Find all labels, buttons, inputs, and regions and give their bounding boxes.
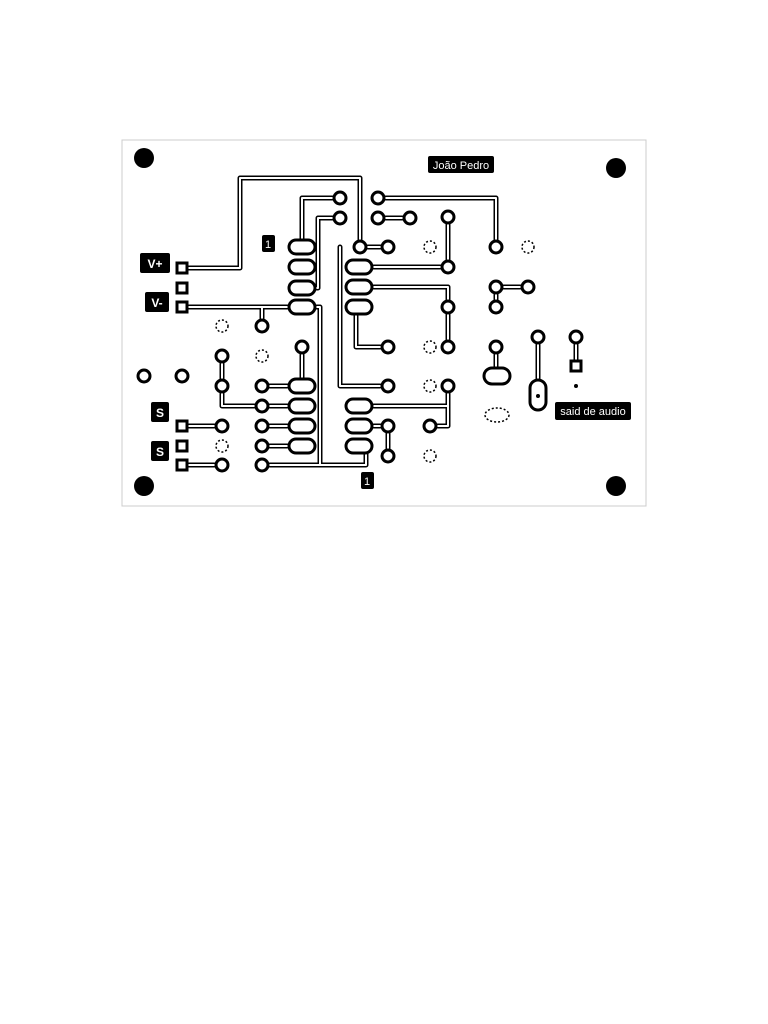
- round-pad: [254, 318, 270, 334]
- isolated-pad: [215, 319, 229, 333]
- oval-pad: [287, 377, 317, 395]
- round-pad: [440, 299, 456, 315]
- round-pad: [488, 339, 504, 355]
- author-label: João Pedro: [433, 160, 489, 172]
- oval-pad: [344, 258, 374, 276]
- round-pad: [380, 339, 396, 355]
- isolated-pad: [423, 379, 437, 393]
- oval-pad: [287, 397, 317, 415]
- round-pad: [254, 457, 270, 473]
- round-pad: [254, 438, 270, 454]
- round-pad: [380, 239, 396, 255]
- oval-pad: [287, 298, 317, 316]
- ic2-tag: 1: [361, 472, 374, 489]
- round-pad: [214, 457, 230, 473]
- round-pad: [530, 329, 546, 345]
- square-pad: [569, 359, 583, 373]
- isolated-pads: [215, 240, 535, 463]
- isolated-pad: [423, 449, 437, 463]
- square-pad: [175, 419, 189, 433]
- vplus-tag: V+: [140, 253, 170, 273]
- oval-pad: [287, 238, 317, 256]
- via-dot: [574, 384, 578, 388]
- audio-out-label: said de audio: [560, 406, 625, 418]
- oval-pad: [287, 258, 317, 276]
- ic2-label: 1: [364, 476, 370, 488]
- square-pad: [175, 261, 189, 275]
- vminus-label: V-: [151, 296, 162, 310]
- round-pads: [136, 190, 584, 473]
- oval-pad: [344, 437, 374, 455]
- oval-pad: [344, 278, 374, 296]
- mounting-holes: [134, 148, 626, 496]
- input2-tag: S: [151, 441, 169, 461]
- round-pad: [352, 239, 368, 255]
- oval-pad: [287, 279, 317, 297]
- oval-pad: [287, 417, 317, 435]
- vminus-tag: V-: [145, 292, 169, 312]
- round-pad: [136, 368, 152, 384]
- round-pad: [380, 418, 396, 434]
- round-pad: [214, 378, 230, 394]
- round-pad: [370, 210, 386, 226]
- input2-label: S: [156, 445, 164, 459]
- round-pad: [294, 339, 310, 355]
- isolated-pad: [215, 439, 229, 453]
- round-pad: [380, 448, 396, 464]
- oval-pad: [287, 437, 317, 455]
- isolated-pad: [255, 349, 269, 363]
- round-pad: [214, 418, 230, 434]
- ic1-label: 1: [265, 239, 271, 251]
- round-pad: [440, 378, 456, 394]
- round-pad: [488, 239, 504, 255]
- oval-pad: [344, 298, 374, 316]
- audio-out-tag: said de audio: [555, 402, 631, 420]
- round-pad: [254, 398, 270, 414]
- round-pad: [440, 339, 456, 355]
- mounting-hole-bottom-right: [606, 476, 626, 496]
- round-pad: [332, 210, 348, 226]
- round-pad: [422, 418, 438, 434]
- mounting-hole-top-left: [134, 148, 154, 168]
- round-pad: [520, 279, 536, 295]
- round-pad: [568, 329, 584, 345]
- vplus-label: V+: [147, 257, 162, 271]
- oval-pad: [344, 397, 374, 415]
- mounting-hole-bottom-left: [134, 476, 154, 496]
- round-pad: [254, 418, 270, 434]
- round-pad: [440, 259, 456, 275]
- round-pad: [380, 378, 396, 394]
- ic1-tag: 1: [262, 235, 275, 252]
- input1-label: S: [156, 406, 164, 420]
- isolated-pad: [521, 240, 535, 254]
- isolated-pad: [423, 240, 437, 254]
- round-pad: [370, 190, 386, 206]
- square-pads: [175, 261, 583, 472]
- round-pad: [488, 299, 504, 315]
- square-pad: [175, 300, 189, 314]
- isolated-pad: [484, 407, 510, 423]
- round-pad: [332, 190, 348, 206]
- round-pad: [440, 209, 456, 225]
- round-pad: [254, 378, 270, 394]
- author-tag: João Pedro: [428, 156, 494, 173]
- square-pad: [175, 281, 189, 295]
- round-pad: [488, 279, 504, 295]
- round-pad: [174, 368, 190, 384]
- isolated-pad: [423, 340, 437, 354]
- square-pad: [175, 458, 189, 472]
- round-pad: [402, 210, 418, 226]
- mounting-hole-top-right: [606, 158, 626, 178]
- square-pad: [175, 439, 189, 453]
- input1-tag: S: [151, 402, 169, 422]
- oval-pad: [482, 366, 512, 386]
- oval-pad: [344, 417, 374, 435]
- round-pad: [214, 348, 230, 364]
- via-dot: [536, 394, 540, 398]
- oval-pads: [287, 238, 548, 455]
